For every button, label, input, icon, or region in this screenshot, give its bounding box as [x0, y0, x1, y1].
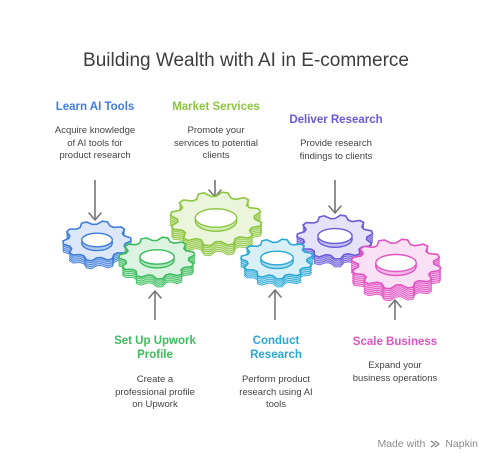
- diagram-title: Building Wealth with AI in E-commerce: [83, 50, 409, 71]
- desc-line: on Upwork: [132, 399, 178, 410]
- desc-line: tools: [265, 399, 287, 410]
- arrow-down-learn-head: [88, 212, 102, 221]
- gear-deliver-research-hole-top: [317, 227, 353, 245]
- desc-line: clients: [202, 150, 230, 161]
- title-line: Conduct: [252, 335, 300, 347]
- desc-line: Expand your: [368, 360, 422, 371]
- gear-conduct-research-hole-top: [260, 250, 294, 266]
- title-line: Research: [250, 349, 302, 361]
- desc-line: Create a: [136, 374, 174, 385]
- napkin-logo-icon: [430, 440, 441, 448]
- desc-line: professional profile: [115, 386, 195, 398]
- arrow-down-deliver: [328, 180, 342, 214]
- desc-line: Acquire knowledge: [54, 125, 136, 136]
- arrow-up-scale: [388, 299, 402, 320]
- desc-line: of AI tools for: [67, 137, 123, 149]
- arrow-down-learn: [88, 180, 102, 221]
- scale-business-title: Scale Business: [352, 336, 438, 348]
- gear-deliver-research: [296, 214, 374, 268]
- gear-conduct-research: [240, 238, 314, 288]
- conduct-research-description: Perform product research using AI tools: [216, 374, 336, 412]
- gear-set-up-upwork: [118, 236, 196, 288]
- gear-market-services-hole-top: [194, 208, 238, 228]
- desc-line: services to potential: [174, 137, 258, 149]
- arrow-up-upwork: [148, 290, 162, 320]
- gear-market-services: [169, 191, 263, 257]
- gear-learn-ai-tools: [62, 220, 132, 270]
- gear-learn-ai-tools-hole-top: [80, 232, 113, 248]
- desc-line: Provide research: [300, 138, 372, 149]
- desc-line: Promote your: [187, 125, 245, 136]
- set-up-upwork-description: Create a professional profile on Upwork: [90, 374, 220, 412]
- desc-line: business operations: [352, 372, 438, 384]
- arrows-layer: [88, 180, 402, 320]
- scale-business-description: Expand your business operations: [335, 360, 455, 385]
- market-services-description: Promote your services to potential clien…: [146, 125, 286, 163]
- market-services-title: Market Services: [172, 101, 260, 113]
- arrow-up-conduct: [268, 289, 282, 320]
- arrow-down-deliver-head: [328, 205, 342, 214]
- learn-ai-tools-description: Acquire knowledge of AI tools for produc…: [35, 125, 155, 163]
- gear-scale-business-hole-top: [375, 253, 417, 273]
- gear-set-up-upwork-hole-top: [139, 249, 175, 265]
- arrow-up-scale-head: [388, 299, 402, 308]
- arrow-up-upwork-head: [148, 290, 162, 299]
- gear-scale-business: [350, 238, 442, 302]
- branding-name: Napkin: [445, 438, 478, 450]
- desc-line: research using AI: [239, 386, 313, 398]
- title-line: Profile: [137, 349, 173, 361]
- deliver-research-description: Provide research findings to clients: [276, 138, 396, 163]
- set-up-upwork-title: Set Up Upwork Profile: [95, 334, 215, 362]
- deliver-research-title: Deliver Research: [289, 114, 383, 126]
- desc-line: product research: [59, 150, 131, 161]
- desc-line: Perform product: [241, 374, 311, 385]
- arrow-up-conduct-head: [268, 289, 282, 298]
- desc-line: findings to clients: [299, 150, 373, 162]
- learn-ai-tools-title: Learn AI Tools: [55, 101, 135, 113]
- gears-layer: [62, 191, 442, 302]
- conduct-research-title: Conduct Research: [216, 334, 336, 362]
- napkin-branding: Made with Napkin: [377, 438, 478, 450]
- title-line: Set Up Upwork: [114, 335, 196, 347]
- branding-prefix: Made with: [377, 438, 426, 450]
